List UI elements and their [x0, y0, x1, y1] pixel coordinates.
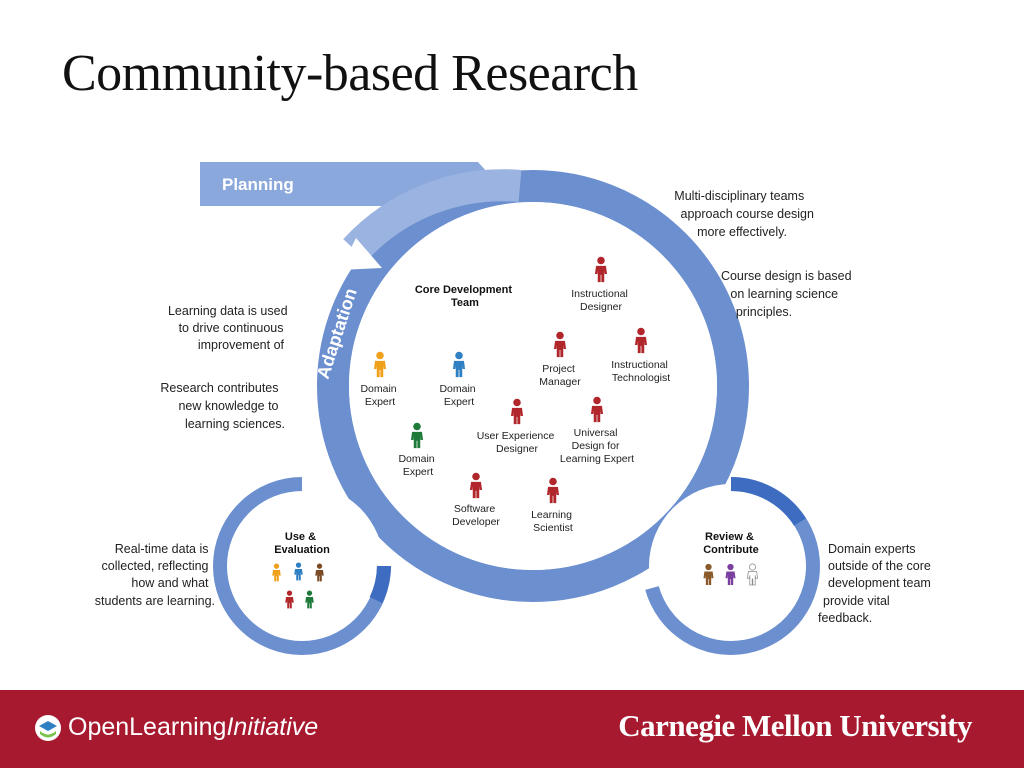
- ring-arrow-segment: [343, 169, 522, 262]
- domain-expert-3-label: Domain Expert: [398, 453, 437, 478]
- project-manager-label: Project Manager: [539, 363, 581, 388]
- note-course-design: Course design is based on learning scien…: [721, 269, 855, 319]
- note-multi-disciplinary: Multi-disciplinary teams approach course…: [674, 189, 817, 239]
- main-ring: [317, 170, 749, 602]
- use-evaluation-circle: [220, 484, 384, 648]
- use-evaluation-ring-accent: [369, 565, 391, 604]
- community-research-diagram: Planning Adaptation Core Development Tea…: [95, 162, 934, 655]
- oli-logo-icon: [35, 715, 61, 741]
- footer-bar: [0, 690, 1024, 768]
- instructional-technologist-label: Instructional Technologist: [611, 359, 671, 384]
- ux-designer-label: User Experience Designer: [477, 430, 558, 455]
- note-real-time-data: Real-time data is collected, reflecting …: [95, 542, 215, 608]
- note-research: Research contributes new knowledge to le…: [160, 381, 285, 431]
- instructional-designer-label: Instructional Designer: [571, 288, 631, 313]
- use-evaluation-ring: [213, 477, 391, 655]
- core-circle: [349, 202, 717, 570]
- cmu-wordmark: Carnegie Mellon University: [618, 708, 972, 743]
- ring-arrow-notch: [340, 238, 382, 270]
- domain-expert-2-label: Domain Expert: [439, 383, 478, 408]
- core-team-title: Core Development Team: [415, 284, 515, 309]
- review-contribute-title: Review & Contribute: [703, 531, 759, 556]
- note-domain-experts-feedback: Domain experts outside of the core devel…: [818, 542, 934, 625]
- planning-label: Planning: [222, 175, 294, 194]
- review-contribute-ring-accent: [730, 477, 806, 526]
- oli-wordmark: OpenLearningInitiative: [68, 713, 319, 741]
- learning-scientist-label: Learning Scientist: [531, 509, 575, 534]
- software-developer-label: Software Developer: [452, 503, 500, 528]
- use-evaluation-title: Use & Evaluation: [274, 531, 330, 556]
- universal-design-label: Universal Design for Learning Expert: [560, 427, 634, 465]
- slide-title: Community-based Research: [62, 45, 638, 102]
- domain-expert-1-label: Domain Expert: [360, 383, 399, 408]
- note-learning-data: Learning data is used to drive continuou…: [168, 304, 291, 352]
